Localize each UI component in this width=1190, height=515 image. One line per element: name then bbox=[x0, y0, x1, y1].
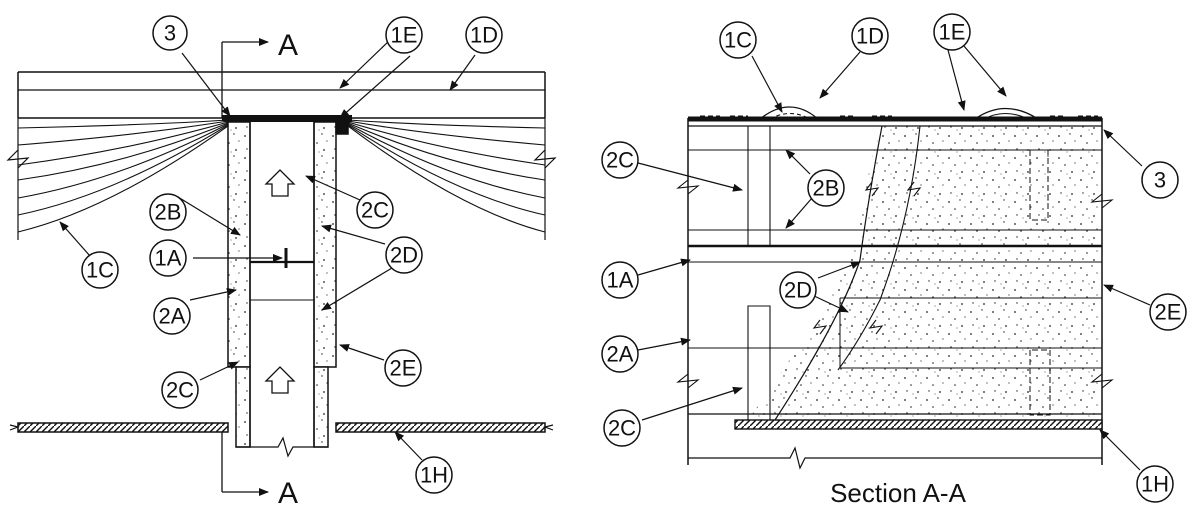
up-arrow-icon bbox=[264, 366, 296, 394]
callout-label: 2D bbox=[784, 278, 812, 303]
section-mark-top: A bbox=[278, 29, 298, 62]
callout-label: 1D bbox=[470, 23, 498, 48]
left-plan-detail bbox=[6, 38, 557, 496]
sealant-bump bbox=[759, 106, 819, 120]
callout-label: 2A bbox=[607, 342, 634, 367]
callout-bubble: 1E bbox=[385, 16, 423, 54]
right-section-detail bbox=[637, 45, 1151, 471]
callout-bubble: 2E bbox=[384, 349, 422, 387]
callout-bubble: 2C bbox=[161, 371, 199, 409]
callout-bubble: 2D bbox=[779, 271, 817, 309]
callout-bubble: 2A bbox=[601, 335, 639, 373]
callout-bubble: 1C bbox=[719, 21, 757, 59]
left-callouts: 3 1E 1D 2B 2C 1A 2D 1C 2A 2E 2C 1H bbox=[81, 15, 503, 494]
callout-label: 1H bbox=[1141, 472, 1169, 497]
callout-bubble: 2C bbox=[603, 409, 641, 447]
callout-bubble: 1H bbox=[415, 456, 453, 494]
callout-label: 1C bbox=[724, 28, 752, 53]
edge-clip bbox=[335, 115, 349, 135]
callout-label: 2B bbox=[155, 200, 182, 225]
callout-bubble: 1A bbox=[149, 239, 187, 277]
callout-bubble: 3 bbox=[152, 15, 188, 51]
callout-label: 2C bbox=[361, 198, 389, 223]
callout-bubble: 1H bbox=[1136, 465, 1174, 503]
section-mark-bottom: A bbox=[278, 477, 298, 510]
callout-label: 2B bbox=[813, 176, 840, 201]
callout-bubble: 1D bbox=[465, 16, 503, 54]
fire-resistive-fill-left bbox=[227, 121, 251, 368]
callout-label: 1D bbox=[856, 24, 884, 49]
callout-label: 3 bbox=[1154, 168, 1166, 193]
speckled-fill-region bbox=[748, 126, 1102, 420]
callout-bubble: 2C bbox=[356, 191, 394, 229]
callout-label: 1A bbox=[155, 246, 182, 271]
insulation-fan-right bbox=[347, 119, 546, 233]
callout-label: 2C bbox=[606, 148, 634, 173]
callout-bubble: 2A bbox=[153, 297, 191, 335]
callout-label: 1E bbox=[939, 20, 966, 45]
callout-bubble: 1A bbox=[601, 261, 639, 299]
callout-bubble: 1C bbox=[81, 251, 119, 289]
callout-bubble: 2D bbox=[385, 236, 423, 274]
callout-bubble: 3 bbox=[1141, 161, 1179, 199]
callout-label: 1C bbox=[86, 258, 114, 283]
up-arrow-icon bbox=[264, 169, 296, 197]
sealant-bump bbox=[974, 107, 1039, 120]
callout-label: 1H bbox=[420, 463, 448, 488]
callout-label: 2C bbox=[608, 416, 636, 441]
callout-label: 1A bbox=[607, 268, 634, 293]
callout-label: 2E bbox=[390, 356, 417, 381]
floor-band bbox=[734, 419, 1103, 430]
callout-label: 1E bbox=[391, 23, 418, 48]
floor-band-left bbox=[17, 422, 229, 433]
callout-label: 2E bbox=[1155, 300, 1182, 325]
callout-bubble: 1D bbox=[851, 17, 889, 55]
callout-bubble: 1E bbox=[933, 13, 971, 51]
roof-slab-outline bbox=[17, 71, 546, 118]
callout-label: 2A bbox=[159, 304, 186, 329]
callout-label: 2C bbox=[166, 378, 194, 403]
callout-bubble: 2B bbox=[807, 169, 845, 207]
callout-bubble: 2E bbox=[1149, 293, 1187, 331]
floor-band-right bbox=[335, 422, 546, 433]
section-title: Section A-A bbox=[830, 478, 967, 508]
fire-resistive-fill-right bbox=[313, 121, 337, 368]
right-callouts: 1C 1D 1E 2C 2B 3 1A 2D 2E 2A 2C 1H bbox=[601, 13, 1187, 503]
callout-label: 2D bbox=[390, 243, 418, 268]
callout-bubble: 2B bbox=[149, 193, 187, 231]
callout-bubble: 2C bbox=[601, 141, 639, 179]
insulation-fan-left bbox=[17, 119, 229, 233]
callout-label: 3 bbox=[164, 21, 176, 46]
